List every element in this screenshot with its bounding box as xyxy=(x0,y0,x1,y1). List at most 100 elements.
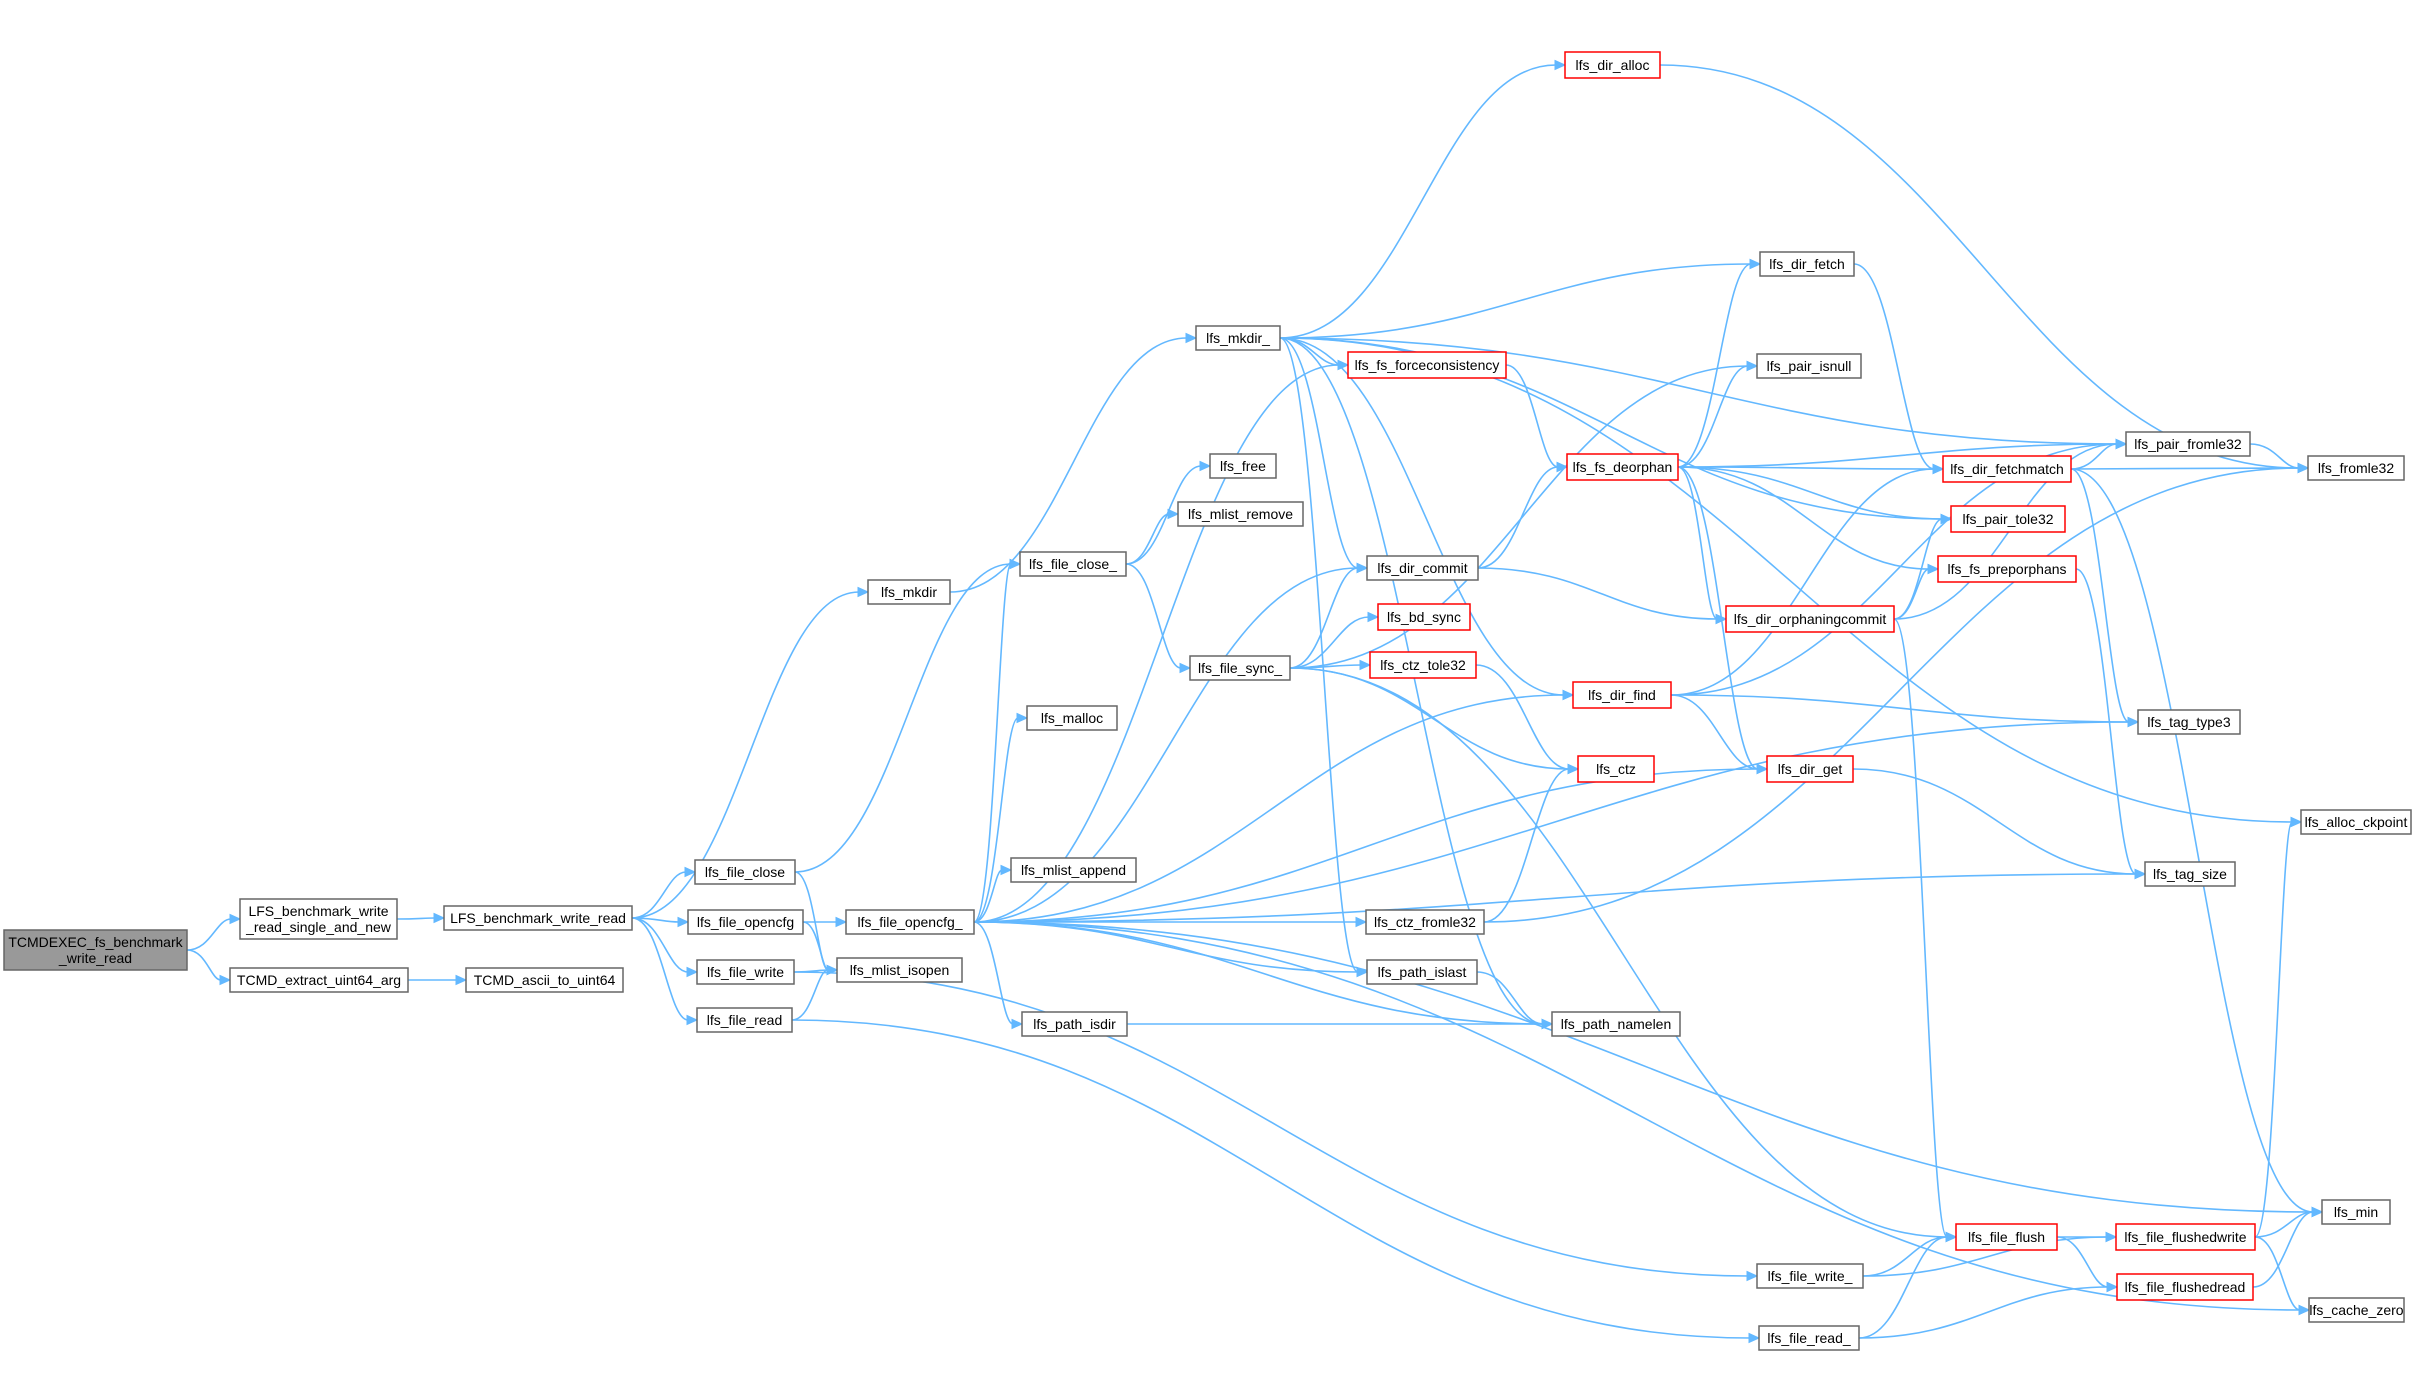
node-box xyxy=(867,579,951,605)
edges-layer xyxy=(186,59,2324,1344)
node-label: lfs_file_write_ xyxy=(1768,1268,1853,1284)
node-label: lfs_dir_get xyxy=(1778,761,1843,777)
node-lfs-fs-forceconsistency[interactable]: lfs_fs_forceconsistency xyxy=(1347,351,1507,379)
node-lfs-pair-fromle32[interactable]: lfs_pair_fromle32 xyxy=(2125,431,2251,457)
edge-line xyxy=(802,921,829,971)
node-box xyxy=(2125,431,2251,457)
edge-line xyxy=(1125,513,1170,565)
node-box xyxy=(3,929,188,971)
node-lfs-bwr[interactable]: LFS_benchmark_write_read xyxy=(443,905,633,931)
node-lfs-dir-find[interactable]: lfs_dir_find xyxy=(1572,681,1672,709)
node-lfs-bwr-single[interactable]: LFS_benchmark_write_read_single_and_new xyxy=(239,898,398,940)
node-lfs-file-flushedwrite[interactable]: lfs_file_flushedwrite xyxy=(2115,1223,2256,1251)
edge-lfs-file-close--to-lfs-mlist-remove xyxy=(1125,508,1180,565)
node-tcmdexec[interactable]: TCMDEXEC_fs_benchmark_write_read xyxy=(3,929,188,971)
edge-line xyxy=(973,768,1759,923)
edge-lfs-file-opencfg--to-lfs-mlist-append xyxy=(973,864,1013,923)
node-lfs-mkdir-[interactable]: lfs_mkdir_ xyxy=(1195,325,1281,351)
edge-lfs-file-opencfg--to-lfs-dir-get xyxy=(973,763,1769,923)
node-box xyxy=(1572,681,1672,709)
node-lfs-file-write-[interactable]: lfs_file_write_ xyxy=(1756,1263,1864,1289)
edge-lfs-file-opencfg--to-lfs-path-isdir xyxy=(973,921,1024,1030)
node-box xyxy=(1758,1325,1860,1351)
node-lfs-fs-deorphan[interactable]: lfs_fs_deorphan xyxy=(1566,453,1679,481)
edge-lfs-file-write-to-lfs-file-write- xyxy=(793,971,1759,1282)
node-lfs-path-namelen[interactable]: lfs_path_namelen xyxy=(1551,1011,1681,1037)
node-lfs-free[interactable]: lfs_free xyxy=(1209,453,1277,479)
edge-lfs-dir-find-to-lfs-tag-type3 xyxy=(1670,694,2140,728)
node-label: lfs_file_read_ xyxy=(1767,1330,1850,1346)
node-lfs-dir-alloc[interactable]: lfs_dir_alloc xyxy=(1564,51,1661,79)
node-box xyxy=(1369,651,1477,679)
node-lfs-file-close[interactable]: lfs_file_close xyxy=(694,859,796,885)
edge-lfs-mkdir--to-lfs-dir-alloc xyxy=(1279,59,1567,339)
node-lfs-file-write[interactable]: lfs_file_write xyxy=(696,959,795,985)
node-lfs-file-read-[interactable]: lfs_file_read_ xyxy=(1758,1325,1860,1351)
node-lfs-dir-fetch[interactable]: lfs_dir_fetch xyxy=(1759,251,1855,277)
node-lfs-ctz-fromle32[interactable]: lfs_ctz_fromle32 xyxy=(1365,909,1485,935)
node-lfs-min[interactable]: lfs_min xyxy=(2321,1199,2391,1225)
edge-lfs-dir-commit-to-lfs-dir-orphaningcommit xyxy=(1477,567,1728,625)
node-box xyxy=(1177,501,1304,527)
node-lfs-malloc[interactable]: lfs_malloc xyxy=(1026,705,1118,731)
edge-line xyxy=(1279,337,1359,569)
edge-lfs-bwr-to-lfs-mkdir xyxy=(631,586,870,919)
node-lfs-dir-commit[interactable]: lfs_dir_commit xyxy=(1366,555,1479,581)
edge-lfs-bwr-to-lfs-file-close xyxy=(631,866,697,919)
node-lfs-path-isdir[interactable]: lfs_path_isdir xyxy=(1021,1011,1128,1037)
edge-lfs-pair-fromle32-to-lfs-fromle32 xyxy=(2249,443,2310,474)
node-lfs-path-islast[interactable]: lfs_path_islast xyxy=(1366,959,1478,985)
edge-arrowhead xyxy=(1746,1270,1759,1282)
edge-lfs-file-flush-to-lfs-file-flushedwrite xyxy=(2057,1231,2118,1243)
node-tcmd-extract[interactable]: TCMD_extract_uint64_arg xyxy=(229,967,409,993)
node-lfs-cache-zero[interactable]: lfs_cache_zero xyxy=(2308,1297,2405,1323)
edge-arrowhead xyxy=(1356,562,1369,574)
edge-arrowhead xyxy=(1746,360,1759,372)
node-lfs-mlist-isopen[interactable]: lfs_mlist_isopen xyxy=(836,957,963,983)
node-lfs-mlist-remove[interactable]: lfs_mlist_remove xyxy=(1177,501,1304,527)
edge-line xyxy=(1289,567,1359,669)
node-lfs-dir-orphaningcommit[interactable]: lfs_dir_orphaningcommit xyxy=(1725,605,1895,633)
node-lfs-file-flushedread[interactable]: lfs_file_flushedread xyxy=(2116,1273,2254,1301)
node-lfs-pair-tole32[interactable]: lfs_pair_tole32 xyxy=(1950,505,2066,533)
node-lfs-pair-isnull[interactable]: lfs_pair_isnull xyxy=(1756,353,1862,379)
node-lfs-file-close-[interactable]: lfs_file_close_ xyxy=(1019,551,1127,577)
node-lfs-dir-fetchmatch[interactable]: lfs_dir_fetchmatch xyxy=(1942,455,2072,483)
edge-lfs-path-isdir-to-lfs-path-namelen xyxy=(1126,1018,1554,1030)
edge-arrowhead xyxy=(1945,1231,1958,1243)
node-lfs-file-opencfg[interactable]: lfs_file_opencfg xyxy=(687,909,804,935)
edge-lfs-file-sync--to-lfs-pair-isnull xyxy=(1289,360,1759,669)
edge-line xyxy=(1677,466,1930,570)
node-lfs-tag-size[interactable]: lfs_tag_size xyxy=(2144,861,2236,887)
node-lfs-dir-get[interactable]: lfs_dir_get xyxy=(1766,755,1854,783)
node-lfs-fs-preporphans[interactable]: lfs_fs_preporphans xyxy=(1937,555,2077,583)
node-label: lfs_malloc xyxy=(1041,710,1103,726)
node-lfs-tag-type3[interactable]: lfs_tag_type3 xyxy=(2137,709,2241,735)
node-lfs-file-sync-[interactable]: lfs_file_sync_ xyxy=(1189,655,1291,681)
node-box xyxy=(2115,1223,2256,1251)
node-lfs-ctz[interactable]: lfs_ctz xyxy=(1577,755,1655,783)
node-lfs-file-opencfg-[interactable]: lfs_file_opencfg_ xyxy=(845,909,975,935)
edge-tcmd-extract-to-tcmd-ascii xyxy=(408,974,468,986)
node-lfs-alloc-ckpoint[interactable]: lfs_alloc_ckpoint xyxy=(2300,809,2412,835)
node-box xyxy=(1021,1011,1128,1037)
edge-arrowhead xyxy=(229,913,242,925)
node-lfs-mkdir[interactable]: lfs_mkdir xyxy=(867,579,951,605)
edge-lfs-file-sync--to-lfs-bd-sync xyxy=(1289,611,1380,669)
edge-lfs-dir-alloc-to-lfs-fromle32 xyxy=(1659,64,2310,474)
node-lfs-ctz-tole32[interactable]: lfs_ctz_tole32 xyxy=(1369,651,1477,679)
node-lfs-fromle32[interactable]: lfs_fromle32 xyxy=(2307,455,2405,481)
node-lfs-mlist-append[interactable]: lfs_mlist_append xyxy=(1010,857,1137,883)
node-tcmd-ascii[interactable]: TCMD_ascii_to_uint64 xyxy=(465,967,624,993)
edge-line xyxy=(1289,667,1948,1238)
edge-line xyxy=(1670,694,2130,723)
edge-line xyxy=(631,917,689,973)
edge-line xyxy=(186,918,232,951)
edge-lfs-file-flush-to-lfs-file-flushedread xyxy=(2056,1236,2119,1293)
node-lfs-bd-sync[interactable]: lfs_bd_sync xyxy=(1377,603,1471,631)
node-box xyxy=(696,1007,793,1033)
edge-lfs-file-read--to-lfs-file-flushedread xyxy=(1858,1281,2119,1339)
node-lfs-file-read[interactable]: lfs_file_read xyxy=(696,1007,793,1033)
node-lfs-file-flush[interactable]: lfs_file_flush xyxy=(1955,1223,2058,1251)
edge-lfs-fs-deorphan-to-lfs-pair-isnull xyxy=(1677,360,1759,468)
